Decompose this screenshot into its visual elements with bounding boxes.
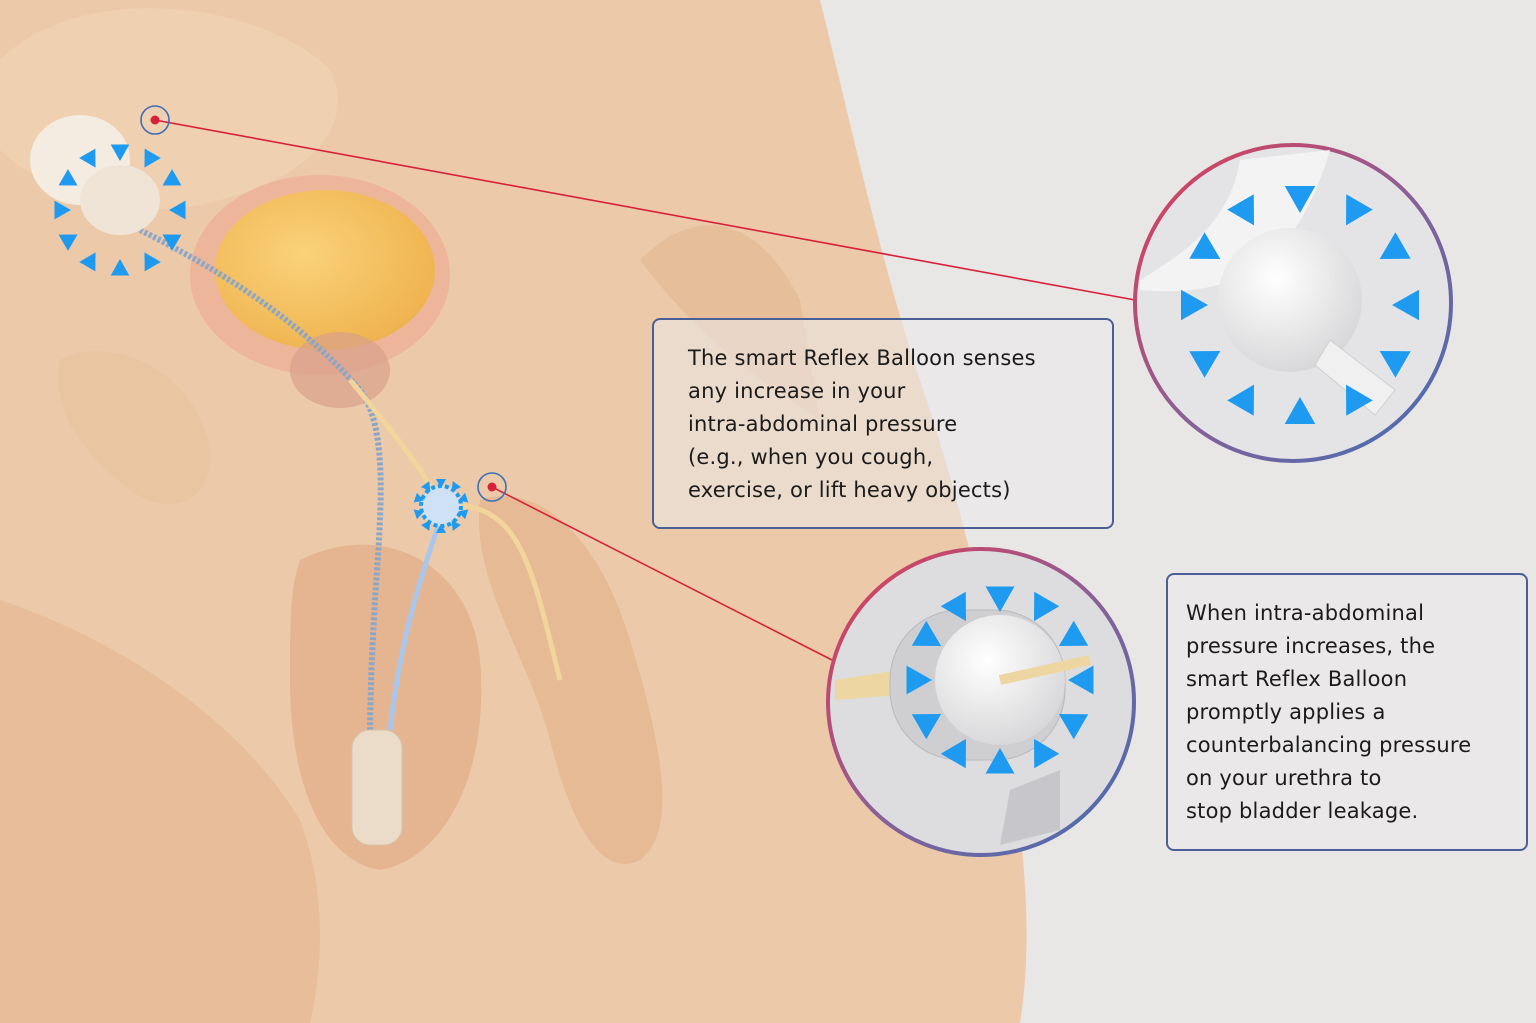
pressure-arrow-icon <box>1034 738 1060 769</box>
callout-line: When intra-abdominal <box>1186 601 1425 625</box>
tubing-striped <box>138 227 384 741</box>
pressure-arrow-icon <box>54 200 71 220</box>
callout-line: stop bladder leakage. <box>1186 799 1419 823</box>
pressure-arrow-icon <box>1392 289 1419 321</box>
pressure-arrow-icon <box>1058 620 1089 646</box>
pressure-arrow-icon <box>435 479 447 488</box>
zoom-circle-balloon <box>1133 143 1453 463</box>
leader-line-bottom <box>491 486 833 661</box>
pressure-arrow-icon <box>110 144 130 161</box>
callout-box-sensing: The smart Reflex Balloon senses any incr… <box>652 318 1114 529</box>
leader-line-top <box>154 119 1136 301</box>
pressure-arrow-icon <box>421 481 431 492</box>
pressure-arrow-icon <box>79 252 96 272</box>
penis <box>478 496 663 864</box>
pressure-arrow-icon <box>79 148 96 168</box>
pressure-arrow-icon <box>413 509 424 520</box>
scrotum <box>290 544 482 870</box>
callout-line: promptly applies a <box>1186 700 1386 724</box>
bladder <box>215 190 435 350</box>
pressure-arrow-icon <box>144 252 161 272</box>
urethral-cuff <box>419 484 463 528</box>
pressure-arrow-icon <box>413 492 424 503</box>
marker-bottom <box>477 472 507 502</box>
pressure-arrow-icon <box>169 200 186 220</box>
pressure-arrow-icon <box>58 234 78 251</box>
callout-line: smart Reflex Balloon <box>1186 667 1408 691</box>
callout-line: on your urethra to <box>1186 766 1382 790</box>
pressure-arrow-icon <box>1058 714 1089 740</box>
pressure-arrow-icon <box>906 665 932 695</box>
pressure-arrow-icon <box>1284 186 1316 213</box>
pressure-arrow-icon <box>1181 289 1208 321</box>
pressure-arrow-icon <box>144 148 161 168</box>
pressure-arrow-icon <box>911 714 942 740</box>
pressure-arrow-icon <box>1346 194 1373 226</box>
pressure-arrow-icon <box>1189 232 1221 259</box>
pressure-arrow-icon <box>1068 665 1094 695</box>
control-pump <box>351 729 403 846</box>
pressure-arrow-icon <box>1346 384 1373 416</box>
pressure-arrow-icon <box>911 620 942 646</box>
pressure-arrow-icon <box>940 591 966 622</box>
pressure-arrow-icon <box>1189 351 1221 378</box>
callout-line: counterbalancing pressure <box>1186 733 1472 757</box>
pressure-arrow-icon <box>1227 384 1254 416</box>
pressure-arrow-icon <box>58 169 78 186</box>
callout-line: any increase in your <box>688 379 906 403</box>
pressure-arrow-icon <box>985 586 1015 612</box>
pressure-arrow-icon <box>940 738 966 769</box>
callout-line: (e.g., when you cough, <box>688 445 934 469</box>
pressure-arrow-icon <box>451 481 461 492</box>
pressure-arrow-icon <box>985 748 1015 774</box>
pressure-arrow-icon <box>162 234 182 251</box>
pressure-arrow-icon <box>1034 591 1060 622</box>
pressure-arrow-icon <box>110 259 130 276</box>
pressure-arrow-icon <box>1227 194 1254 226</box>
callout-line: exercise, or lift heavy objects) <box>688 478 1011 502</box>
pressure-arrow-icon <box>458 492 469 503</box>
marker-top <box>140 105 170 135</box>
body-shading <box>0 600 320 1023</box>
callout-line: intra-abdominal pressure <box>688 412 958 436</box>
pressure-arrow-icon <box>1379 232 1411 259</box>
pressure-arrow-icon <box>458 509 469 520</box>
pressure-arrow-icon <box>421 520 431 531</box>
pressure-arrow-icon <box>1379 351 1411 378</box>
zoom-circle-cuff <box>826 547 1136 857</box>
balloon-closeup <box>1218 228 1362 372</box>
pressure-arrow-icon <box>1284 397 1316 424</box>
pressure-arrow-icon <box>435 524 447 533</box>
callout-line: The smart Reflex Balloon senses <box>688 346 1036 370</box>
callout-line: pressure increases, the <box>1186 634 1436 658</box>
callout-box-response: When intra-abdominal pressure increases,… <box>1166 573 1528 851</box>
pressure-arrow-icon <box>451 520 461 531</box>
pressure-arrow-icon <box>162 169 182 186</box>
